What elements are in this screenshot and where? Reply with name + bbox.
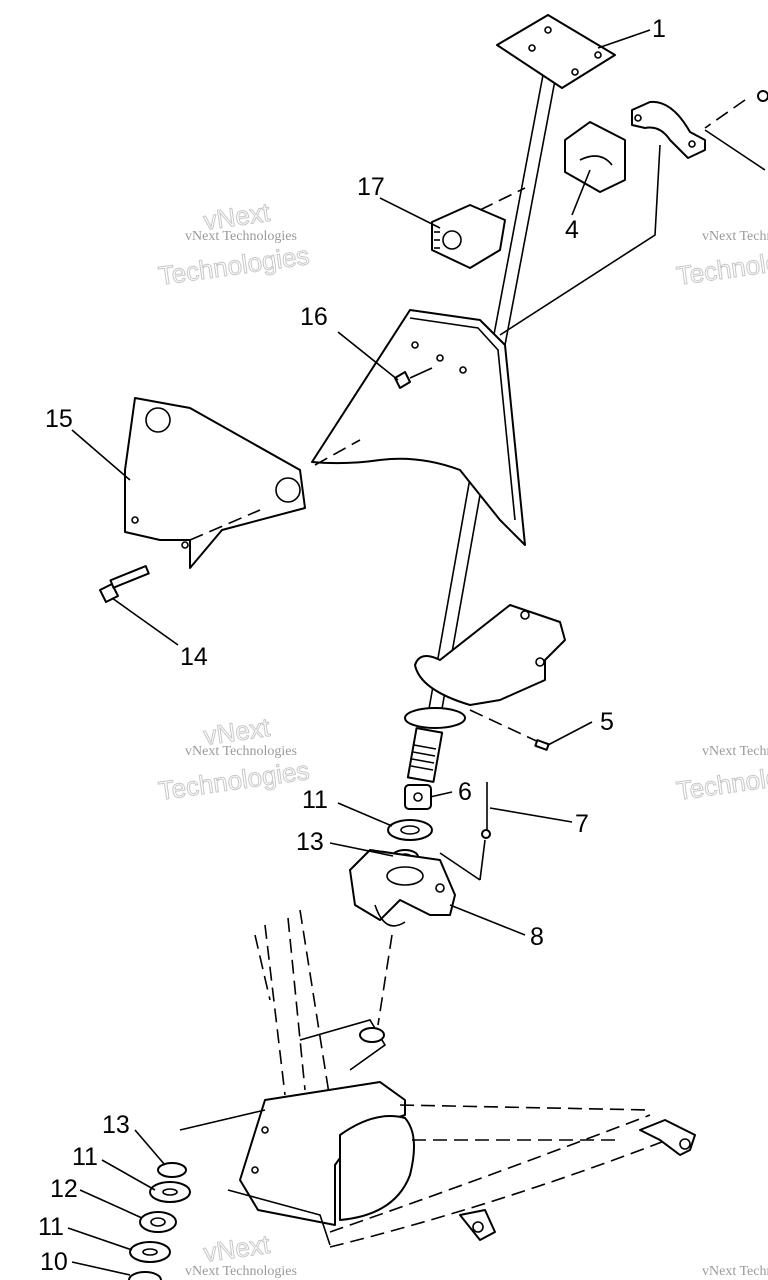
callout-1: 1 xyxy=(652,15,666,43)
nut-part-12 xyxy=(139,1211,177,1233)
callout-6: 6 xyxy=(458,778,472,806)
rubber-block-part-17 xyxy=(431,187,526,269)
callout-14: 14 xyxy=(180,643,208,671)
washer-part-11-middle xyxy=(149,1181,191,1203)
column-support-bracket xyxy=(404,604,566,746)
bracket-part-15 xyxy=(124,397,361,569)
clamp-part-4 xyxy=(564,121,626,193)
watermark-text: vNext Technologies xyxy=(185,229,297,244)
steering-block-part-8 xyxy=(349,849,481,1026)
callout-labels: 1 4 17 16 15 14 5 6 7 11 13 8 13 11 12 1… xyxy=(38,15,666,1276)
watermark-text: vNext Technologies xyxy=(702,744,768,759)
callout-11-lower: 11 xyxy=(38,1213,64,1241)
washer-part-11-upper xyxy=(387,819,433,841)
frame-chassis xyxy=(179,909,696,1248)
callout-11-upper: 11 xyxy=(302,786,328,814)
callout-13-lower: 13 xyxy=(102,1111,130,1139)
watermark-text: vNext Technologies xyxy=(185,744,297,759)
watermark-outline-small: vNext xyxy=(202,1229,273,1268)
coupler-part-6 xyxy=(404,784,432,810)
washer-part-11-lower xyxy=(129,1241,171,1263)
bolt-part-14 xyxy=(99,565,150,603)
callout-11-middle: 11 xyxy=(72,1143,98,1171)
leader-lines xyxy=(67,29,651,1276)
watermark-text: vNext Technologies xyxy=(702,229,768,244)
watermark-outline: Technologies xyxy=(157,240,311,291)
callout-16: 16 xyxy=(300,303,328,331)
callout-10: 10 xyxy=(40,1248,68,1276)
upper-clamp-bracket xyxy=(499,90,768,336)
watermark-text: vNext Technologies xyxy=(702,1264,768,1279)
ring-part-13-lower xyxy=(157,1162,187,1178)
callout-17: 17 xyxy=(357,173,385,201)
watermark-text: vNext Technologies xyxy=(185,1264,297,1279)
top-plate-part-1 xyxy=(496,14,616,89)
callout-4: 4 xyxy=(565,216,579,244)
watermark-outline: Technologies xyxy=(675,240,768,291)
callout-5: 5 xyxy=(600,708,614,736)
watermark-outline: Technologies xyxy=(675,755,768,806)
callout-12: 12 xyxy=(50,1175,78,1203)
callout-8: 8 xyxy=(530,923,544,951)
callout-15: 15 xyxy=(45,405,73,433)
callout-7: 7 xyxy=(575,810,589,838)
part-10 xyxy=(128,1271,162,1280)
watermark-outline: Technologies xyxy=(157,755,311,806)
pin-part-7 xyxy=(479,782,491,881)
dash-panel xyxy=(311,309,526,546)
screw-part-5 xyxy=(534,739,550,751)
callout-13-upper: 13 xyxy=(296,828,324,856)
lower-hardware-stack xyxy=(128,1162,191,1280)
